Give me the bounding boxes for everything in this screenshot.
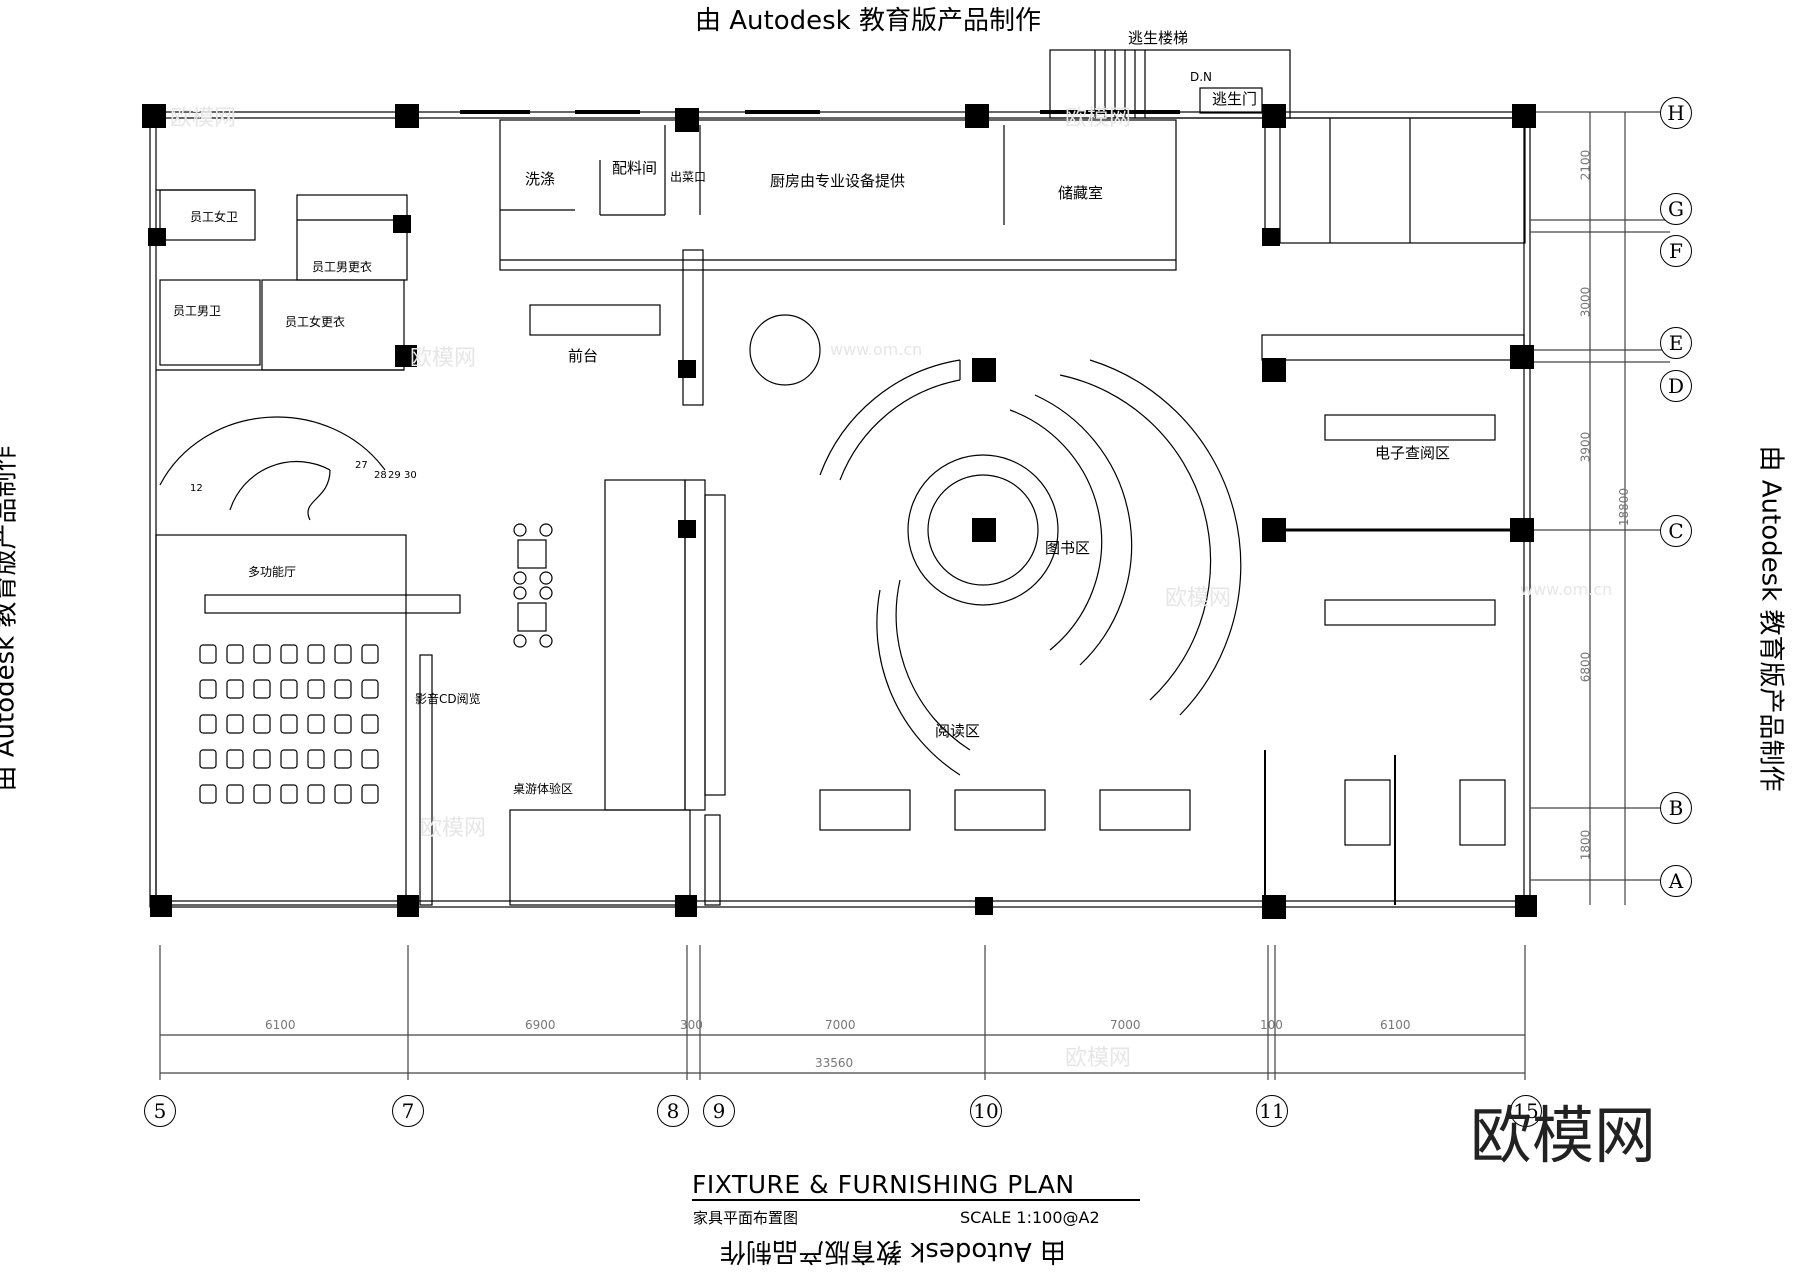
room-av-cd: 影音CD阅览 bbox=[415, 692, 481, 706]
drawing-title: FIXTURE & FURNISHING PLAN bbox=[692, 1170, 1075, 1199]
exterior-wall bbox=[149, 111, 1531, 908]
room-staff-male-wc: 员工男卫 bbox=[173, 304, 222, 318]
stair-number: 28 bbox=[374, 470, 387, 481]
dim-label: 3000 bbox=[1578, 286, 1593, 318]
dim-label: 1800 bbox=[1578, 829, 1593, 861]
exterior-wall-inner bbox=[155, 117, 1525, 902]
grid-col-11: 11 bbox=[1256, 1095, 1288, 1127]
columns bbox=[142, 104, 1537, 919]
watermark: 欧模网 bbox=[170, 106, 237, 131]
room-staff-female-locker: 员工女更衣 bbox=[285, 315, 346, 329]
grid-col-15: 15 bbox=[1510, 1095, 1542, 1127]
stair-number: 12 bbox=[190, 483, 203, 494]
stair-number: 29 bbox=[388, 470, 401, 481]
dim-label: 6800 bbox=[1578, 651, 1593, 683]
dim-label: 300 bbox=[680, 1018, 703, 1032]
drawing-scale: SCALE 1:100@A2 bbox=[960, 1208, 1100, 1227]
room-storage: 储藏室 bbox=[1058, 184, 1104, 202]
watermark: 欧模网 bbox=[1065, 1046, 1132, 1071]
watermark-logo: 欧模网 bbox=[1470, 1099, 1657, 1172]
dim-label: 6100 bbox=[265, 1018, 296, 1032]
dim-total: 18800 bbox=[1617, 487, 1632, 527]
dim-label: 3900 bbox=[1578, 431, 1593, 463]
room-board-game: 桌游体验区 bbox=[513, 782, 574, 796]
room-serving-window: 出菜口 bbox=[670, 170, 707, 184]
room-library: 图书区 bbox=[1045, 539, 1091, 557]
grid-col-5: 5 bbox=[144, 1095, 176, 1127]
multi-hall bbox=[155, 534, 407, 906]
stamp-right: 由 Autodesk 教育版产品制作 bbox=[1755, 445, 1786, 792]
grid-col-10: 10 bbox=[970, 1095, 1002, 1127]
stair-number: 27 bbox=[355, 460, 368, 471]
grid-row-g: G bbox=[1660, 193, 1692, 225]
room-e-reading: 电子查阅区 bbox=[1375, 444, 1451, 462]
dim-label: 2100 bbox=[1578, 149, 1593, 181]
watermark: 欧模网 bbox=[1165, 586, 1232, 611]
grid-row-f: F bbox=[1660, 235, 1692, 267]
room-reading: 阅读区 bbox=[935, 722, 981, 740]
grid-row-a: A bbox=[1660, 865, 1692, 897]
grid-col-9: 9 bbox=[703, 1095, 735, 1127]
dim-label: 100 bbox=[1260, 1018, 1283, 1032]
hall-chairs bbox=[199, 644, 379, 804]
room-reception: 前台 bbox=[568, 347, 599, 365]
stamp-left: 由 Autodesk 教育版产品制作 bbox=[0, 445, 21, 792]
label-dn: D.N bbox=[1190, 70, 1213, 84]
grid-col-7: 7 bbox=[392, 1095, 424, 1127]
room-kitchen: 厨房由专业设备提供 bbox=[770, 172, 906, 190]
dim-label: 6900 bbox=[525, 1018, 556, 1032]
grid-row-e: E bbox=[1660, 327, 1692, 359]
room-staff-female-wc: 员工女卫 bbox=[190, 210, 239, 224]
room-staff-male-locker: 员工男更衣 bbox=[312, 260, 373, 274]
dim-label: 7000 bbox=[825, 1018, 856, 1032]
watermark-url: www.om.cn bbox=[830, 340, 923, 359]
watermark: 欧模网 bbox=[420, 816, 487, 841]
stair-number: 30 bbox=[404, 470, 417, 481]
dim-total: 33560 bbox=[815, 1056, 854, 1070]
room-escape-stair: 逃生楼梯 bbox=[1128, 29, 1189, 47]
grid-row-d: D bbox=[1660, 370, 1692, 402]
grid-row-c: C bbox=[1660, 515, 1692, 547]
stamp-bottom: 由 Autodesk 教育版产品制作 bbox=[720, 1236, 1066, 1266]
dim-label: 7000 bbox=[1110, 1018, 1141, 1032]
stamp-top: 由 Autodesk 教育版产品制作 bbox=[695, 6, 1041, 36]
grid-row-h: H bbox=[1660, 97, 1692, 129]
watermark: 欧模网 bbox=[410, 346, 477, 371]
room-multi-hall: 多功能厅 bbox=[248, 565, 297, 579]
room-escape-door: 逃生门 bbox=[1212, 90, 1258, 108]
room-prep: 配料间 bbox=[612, 159, 658, 177]
watermark: 欧模网 bbox=[1065, 106, 1132, 131]
dim-label: 6100 bbox=[1380, 1018, 1411, 1032]
room-wash: 洗涤 bbox=[525, 170, 556, 188]
drawing-subtitle: 家具平面布置图 bbox=[693, 1209, 799, 1227]
kitchen-block bbox=[499, 119, 1177, 271]
grid-row-b: B bbox=[1660, 792, 1692, 824]
library-core bbox=[927, 474, 1039, 586]
grid-col-8: 8 bbox=[657, 1095, 689, 1127]
watermark-url: www.om.cn bbox=[1520, 580, 1613, 599]
